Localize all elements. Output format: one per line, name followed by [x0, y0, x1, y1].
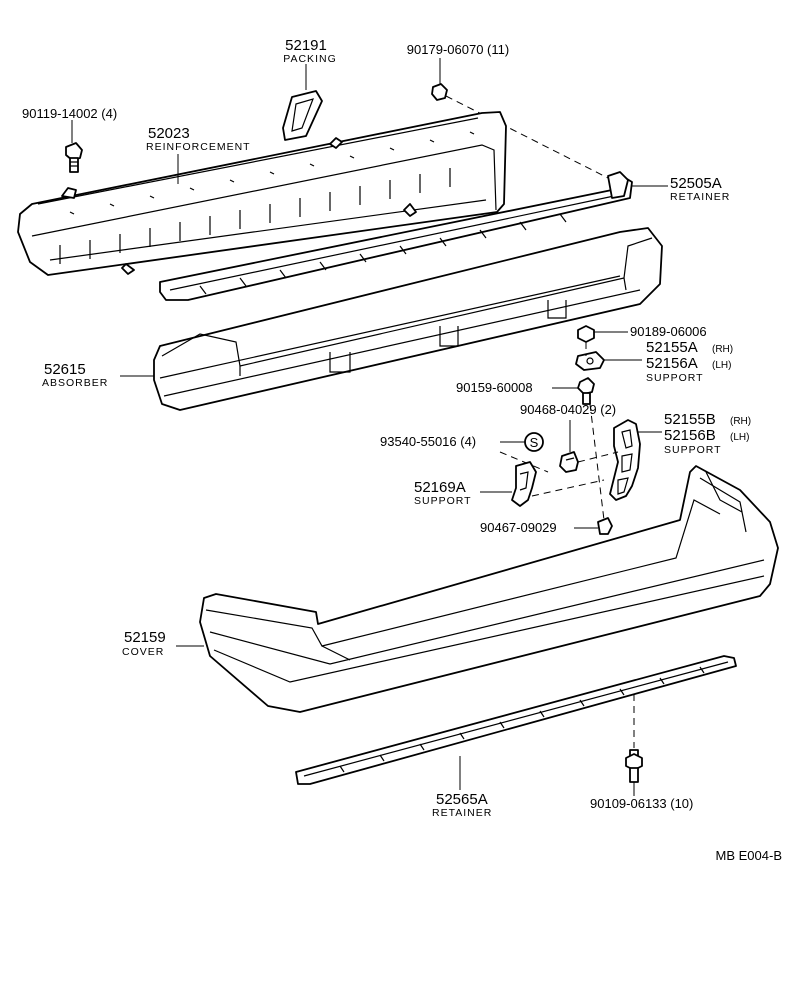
dashed-line-clip [577, 451, 619, 463]
part-number-52156a: 52156A [646, 355, 698, 372]
dashed-line-93540 [499, 451, 549, 473]
part-number-52169a: 52169A [414, 479, 466, 496]
part-name-retainer-upper: RETAINER [670, 191, 730, 203]
part-name-support-52169a: SUPPORT [414, 495, 472, 507]
diagram-reference-code: MB E004-B [716, 848, 782, 863]
upper-retainer-part [159, 171, 633, 301]
bolt-90159 [577, 377, 595, 405]
part-name-retainer-lower: RETAINER [432, 807, 492, 819]
part-side-52155b: (RH) [730, 416, 751, 427]
part-side-52156a: (LH) [712, 360, 731, 371]
reinforcement-part [17, 111, 507, 276]
nut-90189 [577, 325, 595, 343]
part-number-52023: 52023 [148, 125, 190, 142]
part-number-52159: 52159 [124, 629, 166, 646]
part-name-support-a: SUPPORT [646, 372, 704, 384]
s-mark-symbol: S [530, 435, 539, 450]
part-number-93540: 93540-55016 (4) [380, 434, 476, 449]
part-name-absorber: ABSORBER [42, 377, 108, 389]
part-name-packing: PACKING [283, 53, 336, 65]
part-side-52155a: (RH) [712, 344, 733, 355]
packing-part [282, 90, 323, 141]
part-name-cover: COVER [122, 646, 164, 658]
dashed-line-support [589, 403, 605, 521]
part-number-90467: 90467-09029 [480, 520, 557, 535]
dashed-line-52169a [531, 479, 605, 497]
part-number-90159: 90159-60008 [456, 380, 533, 395]
part-number-90189: 90189-06006 [630, 324, 707, 339]
support-52169a [511, 461, 537, 507]
cover-part [199, 465, 779, 713]
support-52155b [609, 419, 641, 501]
part-number-52156b: 52156B [664, 427, 716, 444]
part-number-52565a: 52565A [436, 791, 488, 808]
part-number-52505a: 52505A [670, 175, 722, 192]
part-name-support-b: SUPPORT [664, 444, 722, 456]
support-bracket-52155a [575, 351, 605, 371]
part-number-52191: 52191 [285, 37, 327, 54]
part-number-52155b: 52155B [664, 411, 716, 428]
part-number-90109: 90109-06133 (10) [590, 796, 693, 811]
clip-90467 [597, 517, 613, 535]
bolt-90109 [625, 749, 643, 783]
part-name-reinforcement: REINFORCEMENT [146, 141, 251, 153]
absorber-part [153, 227, 663, 411]
part-number-52615: 52615 [44, 361, 86, 378]
screw-mark-93540: S [524, 432, 544, 452]
part-number-52155a: 52155A [646, 339, 698, 356]
part-side-52156b: (LH) [730, 432, 749, 443]
part-number-90468: 90468-04029 (2) [520, 402, 616, 417]
clip-90468 [559, 451, 579, 473]
nut-90179 [431, 83, 448, 101]
lower-retainer-part [295, 655, 737, 785]
part-number-90179: 90179-06070 (11) [407, 42, 509, 57]
part-number-90119: 90119-14002 (4) [22, 106, 117, 121]
bolt-90119 [65, 142, 83, 173]
